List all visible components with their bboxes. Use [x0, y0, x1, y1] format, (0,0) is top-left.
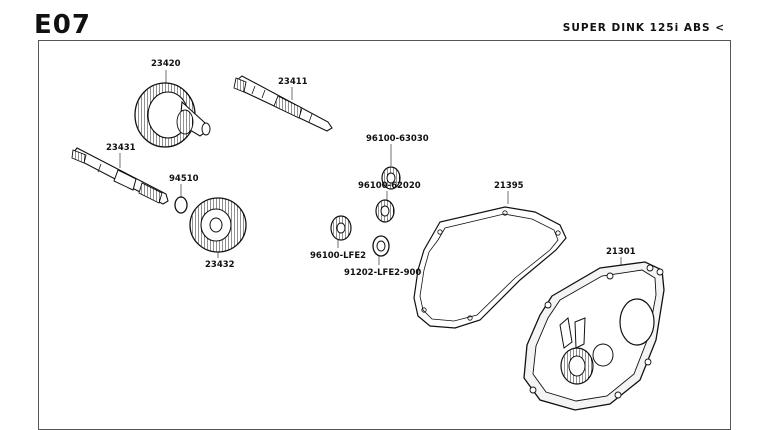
- gasket-21395: [413, 206, 567, 329]
- label-21395: 21395: [494, 181, 524, 191]
- model-name: SUPER DINK 125i ABS <: [562, 22, 725, 34]
- label-21301: 21301: [606, 247, 636, 257]
- case-cover-21301: [523, 261, 665, 411]
- shaft-23431: [71, 147, 169, 205]
- label-96100-62020: 96100-62020: [358, 181, 421, 191]
- gear-23432: [189, 197, 247, 253]
- label-94510: 94510: [169, 174, 199, 184]
- shaft-23411: [233, 75, 333, 132]
- gear-23420: [134, 82, 211, 148]
- label-91202-lfe2-900: 91202-LFE2-900: [344, 268, 422, 278]
- bearing-96100-lfe2: [330, 215, 352, 241]
- label-23411: 23411: [278, 77, 308, 87]
- circlip-94510: [174, 196, 188, 214]
- bearing-96100-63030: [381, 166, 401, 190]
- label-96100-lfe2: 96100-LFE2: [310, 251, 367, 261]
- diagram-section-code: E07: [34, 10, 91, 40]
- exploded-parts-drawing: [71, 70, 665, 411]
- label-23420: 23420: [151, 59, 181, 69]
- label-96100-63030: 96100-63030: [366, 134, 429, 144]
- label-23431: 23431: [106, 143, 136, 153]
- oil-seal-91202: [372, 235, 390, 257]
- label-23432: 23432: [205, 260, 235, 270]
- bearing-96100-62020: [375, 199, 395, 223]
